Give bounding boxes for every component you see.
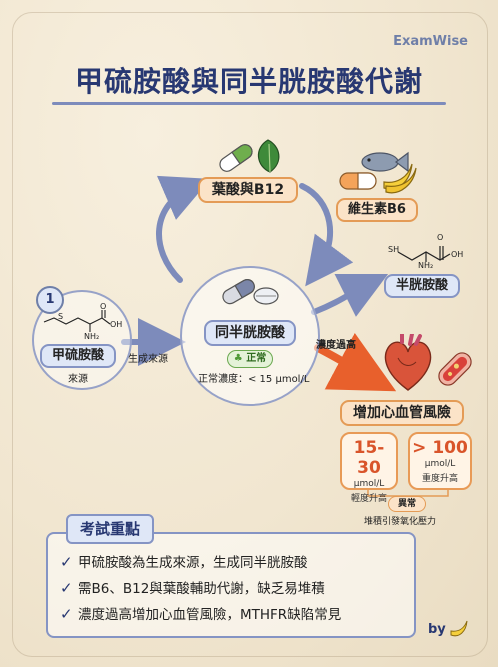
- severe-unit: μmol/L: [424, 459, 456, 469]
- exam-point-text: 甲硫胺酸為生成來源，生成同半胱胺酸: [78, 555, 308, 571]
- cysteine-structure-icon: [397, 246, 451, 262]
- exam-point-item: ✓ 甲硫胺酸為生成來源，生成同半胱胺酸: [60, 552, 308, 572]
- methionine-label: 甲硫胺酸: [40, 344, 116, 368]
- methionine-sulfur: S: [58, 312, 64, 321]
- spinach-icon: [257, 139, 280, 173]
- exam-point-text: 需B6、B12與葉酸輔助代謝，缺乏易堆積: [78, 581, 325, 597]
- methionine-structure-icon: [43, 310, 111, 332]
- cysteine-label: 半胱胺酸: [384, 274, 460, 298]
- methionine-amine: NH₂: [84, 332, 100, 341]
- normal-status-badge: ♣ 正常: [227, 350, 273, 368]
- methionine-sublabel: 來源: [68, 374, 88, 385]
- severe-desc: 重度升高: [421, 474, 458, 484]
- severe-value: > 100: [412, 438, 468, 458]
- cv-risk-label: 增加心血管風險: [340, 400, 464, 426]
- artery-icon: [438, 352, 472, 386]
- exam-point-item: ✓ 需B6、B12與葉酸輔助代謝，缺乏易堆積: [60, 578, 325, 598]
- cycle-arrow-left: [156, 175, 211, 283]
- homocysteine-label: 同半胱胺酸: [204, 320, 296, 346]
- mild-unit: μmol/L: [353, 479, 385, 489]
- cysteine-thiol: SH: [388, 245, 400, 254]
- exam-point-text: 濃度過高增加心血管風險，MTHFR缺陷常見: [78, 607, 342, 623]
- check-icon: ✓: [60, 579, 73, 597]
- severe-elevation-card: > 100 μmol/L 重度升高: [408, 432, 472, 490]
- pill-icon: [222, 279, 279, 305]
- cycle-arrow-right: [299, 183, 354, 287]
- mild-value: 15-30: [353, 438, 385, 478]
- banana-icon: [450, 620, 468, 637]
- vitamin-b6-label: 維生素B6: [336, 198, 418, 222]
- cysteine-arrow: [311, 273, 389, 317]
- step-number-badge: 1: [36, 286, 64, 314]
- pill-icon: [339, 172, 377, 190]
- check-icon: ✓: [60, 553, 73, 571]
- exam-points-heading: 考試重點: [66, 514, 155, 544]
- capsule-icon: [219, 144, 253, 172]
- abnormal-note: 堆積引發氧化壓力: [364, 517, 437, 527]
- heart-icon: [384, 334, 432, 391]
- exam-point-item: ✓ 濃度過高增加心血管風險，MTHFR缺陷常見: [60, 604, 341, 624]
- mild-desc: 輕度升高: [350, 494, 387, 504]
- page-title: 甲硫胺酸與同半胱胺酸代謝: [74, 65, 423, 98]
- source-arrow-label: 生成來源: [128, 354, 168, 365]
- methionine-carbonyl: O: [100, 302, 107, 311]
- check-icon: ✓: [60, 605, 73, 623]
- sprout-icon: ♣: [233, 353, 243, 364]
- signature-text: by: [428, 622, 446, 637]
- mild-elevation-card: 15-30 μmol/L 輕度升高: [340, 432, 398, 504]
- folate-b12-label: 葉酸與B12: [198, 177, 298, 203]
- high-level-arrow: [314, 332, 397, 392]
- methionine-acid: OH: [110, 320, 123, 329]
- banana-icon: [383, 163, 417, 194]
- cysteine-carbonyl: O: [437, 233, 444, 242]
- normal-range-text: 正常濃度：< 15 μmol/L: [198, 374, 310, 385]
- brand-label: ExamWise: [393, 34, 468, 49]
- cysteine-acid: OH: [451, 250, 464, 259]
- exam-points-box: [46, 532, 416, 638]
- high-arrow-label: 濃度過高: [316, 340, 356, 351]
- page-frame: [12, 12, 488, 657]
- normal-status-text: 正常: [246, 353, 267, 364]
- abnormal-badge: 異常: [388, 496, 426, 512]
- fish-icon: [361, 151, 409, 173]
- cysteine-amine: NH₂: [418, 261, 434, 270]
- title-underline: [52, 102, 446, 105]
